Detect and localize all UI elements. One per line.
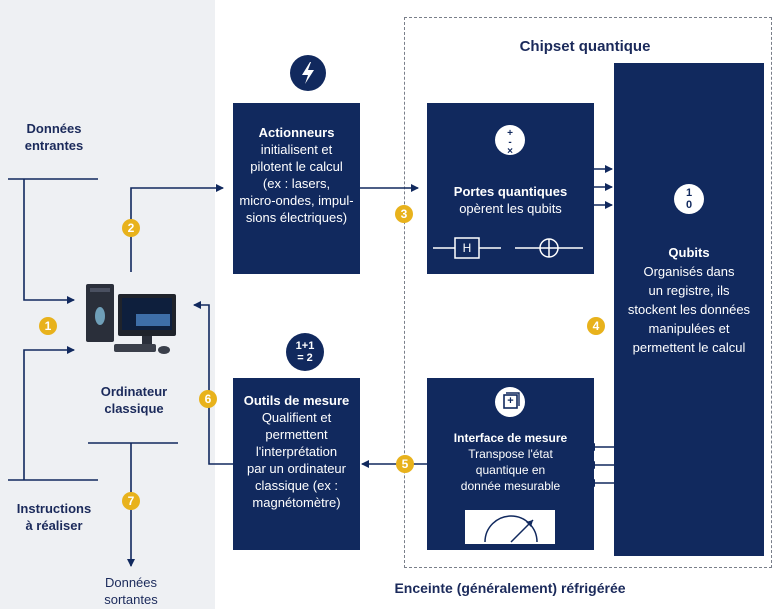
enclosure-label: Enceinte (généralement) réfrigérée: [394, 580, 626, 596]
step-7-badge: 7: [122, 492, 140, 510]
chipset-border: [404, 17, 772, 568]
actuators-box: Actionneurs initialisent et pilotent le …: [233, 103, 360, 274]
step-3-badge: 3: [395, 205, 413, 223]
qubits-title: Qubits: [668, 245, 710, 260]
measure-tools-title: Outils de mesure: [243, 393, 350, 408]
gates-title: Portes quantiques: [453, 184, 568, 199]
step-5-badge: 5: [396, 455, 414, 473]
desktop-computer-icon: [86, 284, 176, 354]
cnot-gate: [515, 238, 583, 258]
operators-icon: +-×: [495, 125, 525, 157]
step-4-badge: 4: [587, 317, 605, 335]
measurement-tools-box: Outils de mesure Qualifient et permetten…: [233, 378, 360, 550]
interface-title: Interface de mesure: [453, 431, 568, 445]
actuators-title: Actionneurs: [258, 125, 335, 140]
step-6-badge: 6: [199, 390, 217, 408]
gauge-icon: [465, 510, 555, 544]
step-1-badge: 1: [39, 317, 57, 335]
measurement-interface-box: + Interface de mesure Transpose l'état q…: [427, 378, 594, 550]
hadamard-label: H: [462, 241, 472, 255]
lightning-icon: [290, 55, 326, 91]
chipset-title: Chipset quantique: [519, 38, 651, 55]
addition-icon: 1+1= 2: [286, 333, 324, 371]
quantum-gates-box: +-× Portes quantiques opèrent les qubits…: [427, 103, 594, 274]
measure-frame-icon: +: [495, 387, 525, 417]
step-2-badge: 2: [122, 219, 140, 237]
hadamard-gate: [433, 237, 501, 259]
